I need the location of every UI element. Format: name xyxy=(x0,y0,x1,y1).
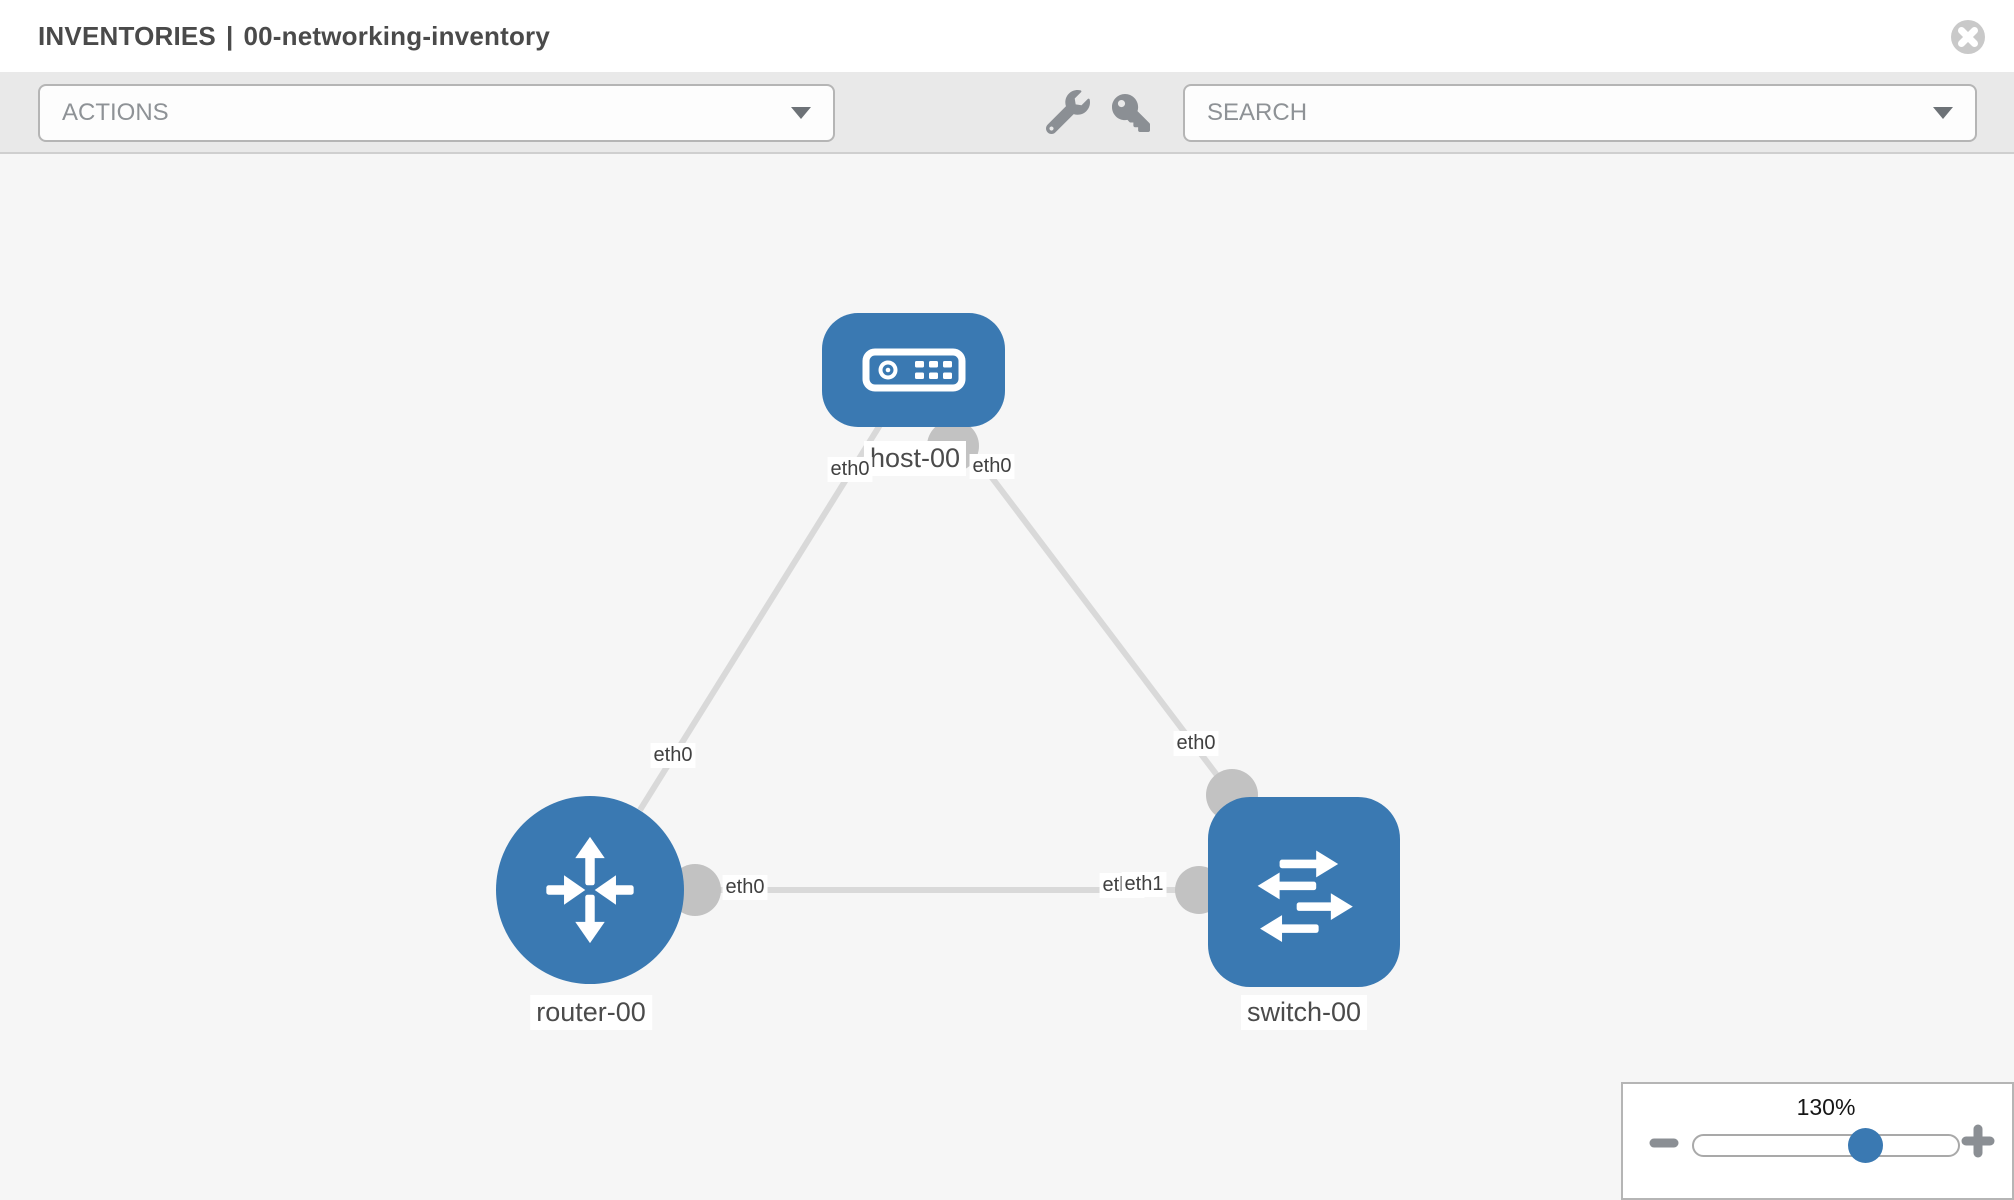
interface-label-router-to-switch: eth0 xyxy=(722,875,768,900)
key-icon xyxy=(1112,94,1150,132)
inventory-name: 00-networking-inventory xyxy=(243,21,551,51)
header-bar: INVENTORIES | 00-networking-inventory xyxy=(0,0,2014,72)
actions-dropdown-label: ACTIONS xyxy=(62,99,169,126)
zoom-control-panel: 130% xyxy=(1621,1082,2014,1200)
node-router-00[interactable] xyxy=(496,796,684,984)
links-layer xyxy=(637,407,1258,916)
credentials-button[interactable] xyxy=(1112,94,1150,137)
interface-label-host-left: eth0 xyxy=(827,457,873,482)
wrench-icon xyxy=(1045,90,1090,135)
zoom-in-button[interactable] xyxy=(1961,1124,1995,1163)
node-switch-00[interactable] xyxy=(1208,797,1400,987)
switch-icon xyxy=(1257,850,1353,943)
breadcrumb: INVENTORIES xyxy=(38,21,216,51)
node-label-switch-00: switch-00 xyxy=(1240,995,1368,1030)
zoom-out-button[interactable] xyxy=(1649,1132,1679,1159)
close-button[interactable] xyxy=(1950,19,1986,55)
plus-icon xyxy=(1961,1124,1995,1158)
chevron-down-icon xyxy=(791,107,811,119)
interface-label-router-uplink: eth0 xyxy=(650,743,696,768)
interface-label-switch-uplink: eth0 xyxy=(1173,731,1219,756)
page-title: INVENTORIES | 00-networking-inventory xyxy=(38,0,550,72)
host-icon xyxy=(862,348,965,392)
close-icon xyxy=(1951,20,1985,54)
search-dropdown[interactable]: SEARCH xyxy=(1183,84,1977,142)
toolbar: ACTIONS SEARCH xyxy=(0,72,2014,154)
node-host-00[interactable] xyxy=(822,313,1005,427)
minus-icon xyxy=(1649,1138,1679,1148)
router-icon xyxy=(546,836,634,944)
zoom-level-value: 130% xyxy=(1796,1094,1856,1120)
configure-button[interactable] xyxy=(1045,90,1090,139)
actions-dropdown[interactable]: ACTIONS xyxy=(38,84,835,142)
search-placeholder: SEARCH xyxy=(1207,99,1308,126)
topology-canvas[interactable]: host-00 router-00 switch-00 eth0 eth0 et… xyxy=(0,154,2014,1200)
chevron-down-icon xyxy=(1933,107,1953,119)
zoom-slider-thumb[interactable] xyxy=(1848,1128,1883,1163)
node-label-router-00: router-00 xyxy=(530,995,652,1030)
title-separator: | xyxy=(225,21,234,51)
interface-label-host-right: eth0 xyxy=(969,454,1015,479)
interface-label-switch-eth1: eth1 xyxy=(1121,872,1167,897)
node-label-host-00: host-00 xyxy=(863,441,967,476)
zoom-slider-track[interactable] xyxy=(1692,1134,1960,1157)
